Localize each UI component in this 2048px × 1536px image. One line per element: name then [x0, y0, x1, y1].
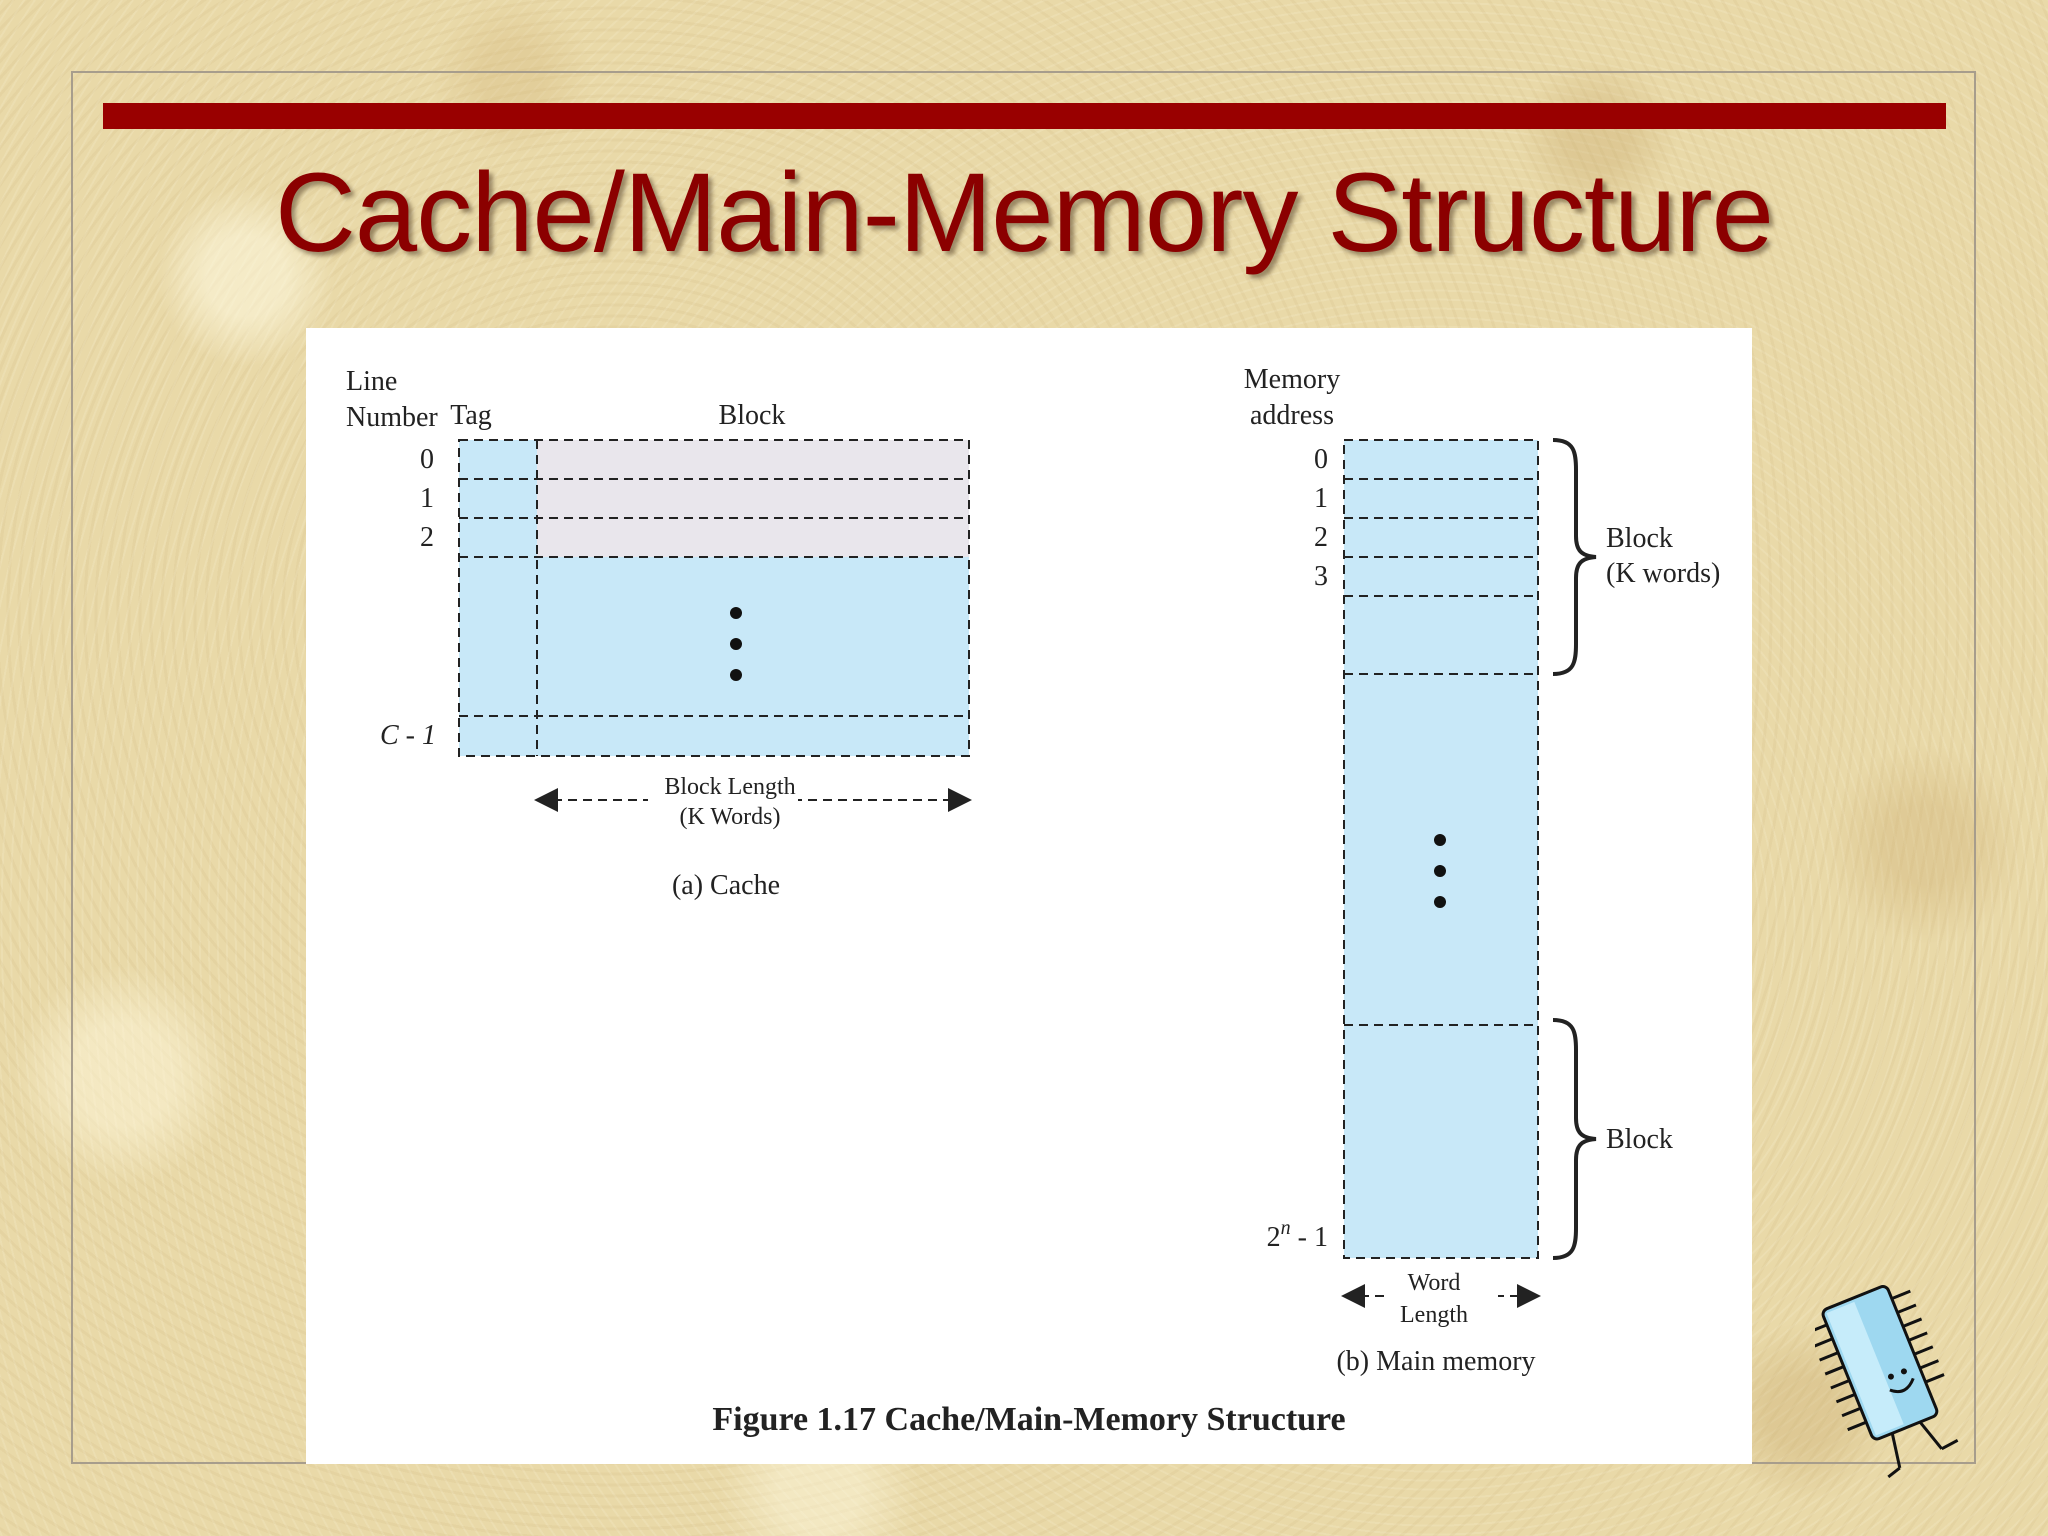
figure-panel: Line Number Tag Block 0 1 2 C - 1	[306, 328, 1752, 1464]
cache-block-rows-filled	[537, 440, 969, 557]
main-memory-column	[1344, 440, 1538, 1258]
cache-grid-lines	[458, 439, 970, 757]
word-length-label: Word	[1408, 1270, 1461, 1296]
memory-address-label: 1	[1314, 483, 1328, 514]
cache-block-rows-empty	[537, 557, 969, 756]
main-memory-caption: (b) Main memory	[1336, 1346, 1535, 1377]
memory-address-header: Memory	[1244, 364, 1340, 395]
cache-line-label: 0	[420, 444, 434, 475]
cache-ellipsis-icon	[730, 607, 742, 681]
block-header: Block	[719, 400, 786, 431]
word-length-label-2: Length	[1400, 1302, 1468, 1328]
line-number-header: Line	[346, 366, 397, 397]
block-top-brace-icon	[1552, 438, 1597, 676]
block-top-label-2: (K words)	[1606, 558, 1720, 589]
memory-chip-mascot-icon	[1815, 1285, 1959, 1478]
memory-address-label: 3	[1314, 561, 1328, 592]
block-length-label: Block Length	[664, 774, 795, 800]
block-bottom-label: Block	[1606, 1124, 1673, 1155]
block-top-label: Block	[1606, 523, 1673, 554]
cache-caption: (a) Cache	[672, 870, 780, 901]
cache-last-line-label: C - 1	[380, 720, 436, 751]
memory-address-label: 0	[1314, 444, 1328, 475]
block-length-label-2: (K Words)	[680, 804, 781, 830]
line-number-header-2: Number	[346, 402, 438, 433]
cache-tag-column	[459, 440, 537, 756]
title-accent-bar	[103, 103, 1946, 129]
memory-address-header-2: address	[1250, 400, 1334, 431]
memory-ellipsis-icon	[1434, 834, 1446, 908]
slide-title: Cache/Main-Memory Structure	[275, 150, 1774, 275]
block-length-label-bg	[648, 780, 798, 834]
memory-address-label: 2	[1314, 522, 1328, 553]
main-memory-grid-lines	[1343, 439, 1539, 1259]
cache-line-label: 1	[420, 483, 434, 514]
cache-memory-diagram: Line Number Tag Block 0 1 2 C - 1	[346, 364, 1721, 1438]
main-memory-diagram: Memory address 0 1 2 3 2n - 1	[1244, 364, 1721, 1377]
block-bottom-brace-icon	[1552, 1018, 1597, 1260]
figure-caption: Figure 1.17 Cache/Main-Memory Structure	[712, 1401, 1345, 1438]
tag-header: Tag	[450, 400, 492, 431]
memory-last-address-label: 2n - 1	[1267, 1217, 1328, 1253]
cache-line-label: 2	[420, 522, 434, 553]
cache-diagram: Line Number Tag Block 0 1 2 C - 1	[346, 366, 972, 901]
word-length-label-bg	[1384, 1272, 1498, 1326]
